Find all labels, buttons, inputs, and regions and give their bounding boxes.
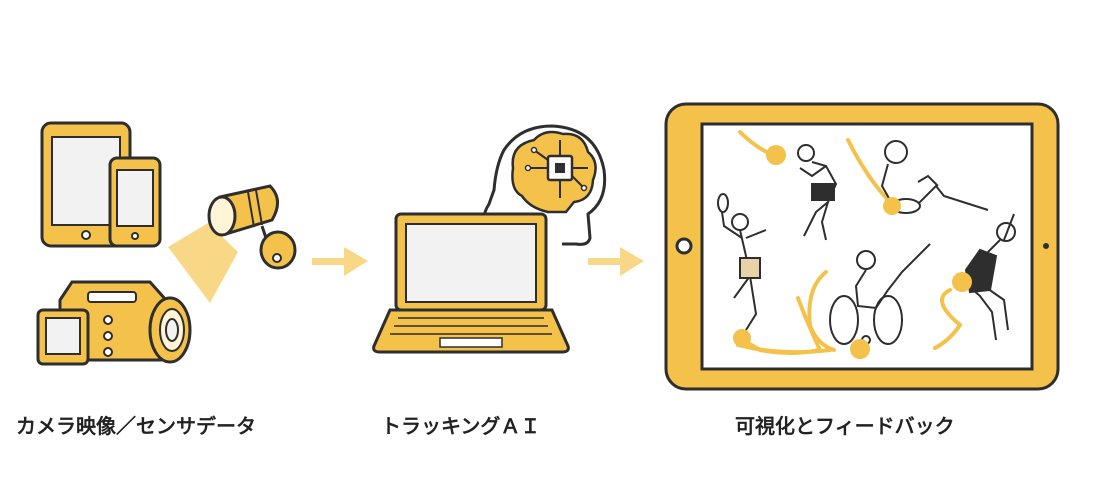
camcorder-icon <box>36 280 192 366</box>
sensor-light-icon <box>168 184 297 303</box>
step-caption-camera-sensor: カメラ映像／センサデータ <box>16 414 256 438</box>
step-caption-tracking-ai: トラッキングＡＩ <box>381 414 541 438</box>
tracking-points <box>733 145 972 359</box>
athlete-figure-icon <box>717 140 1016 345</box>
smartphone-icon <box>108 156 162 248</box>
arrow-right-icon <box>312 247 368 276</box>
step-caption-visualization-feedback: 可視化とフィードバック <box>735 414 955 438</box>
tablet-display-icon <box>664 102 1060 391</box>
arrow-right-icon <box>588 247 644 276</box>
laptop-icon <box>372 212 570 354</box>
